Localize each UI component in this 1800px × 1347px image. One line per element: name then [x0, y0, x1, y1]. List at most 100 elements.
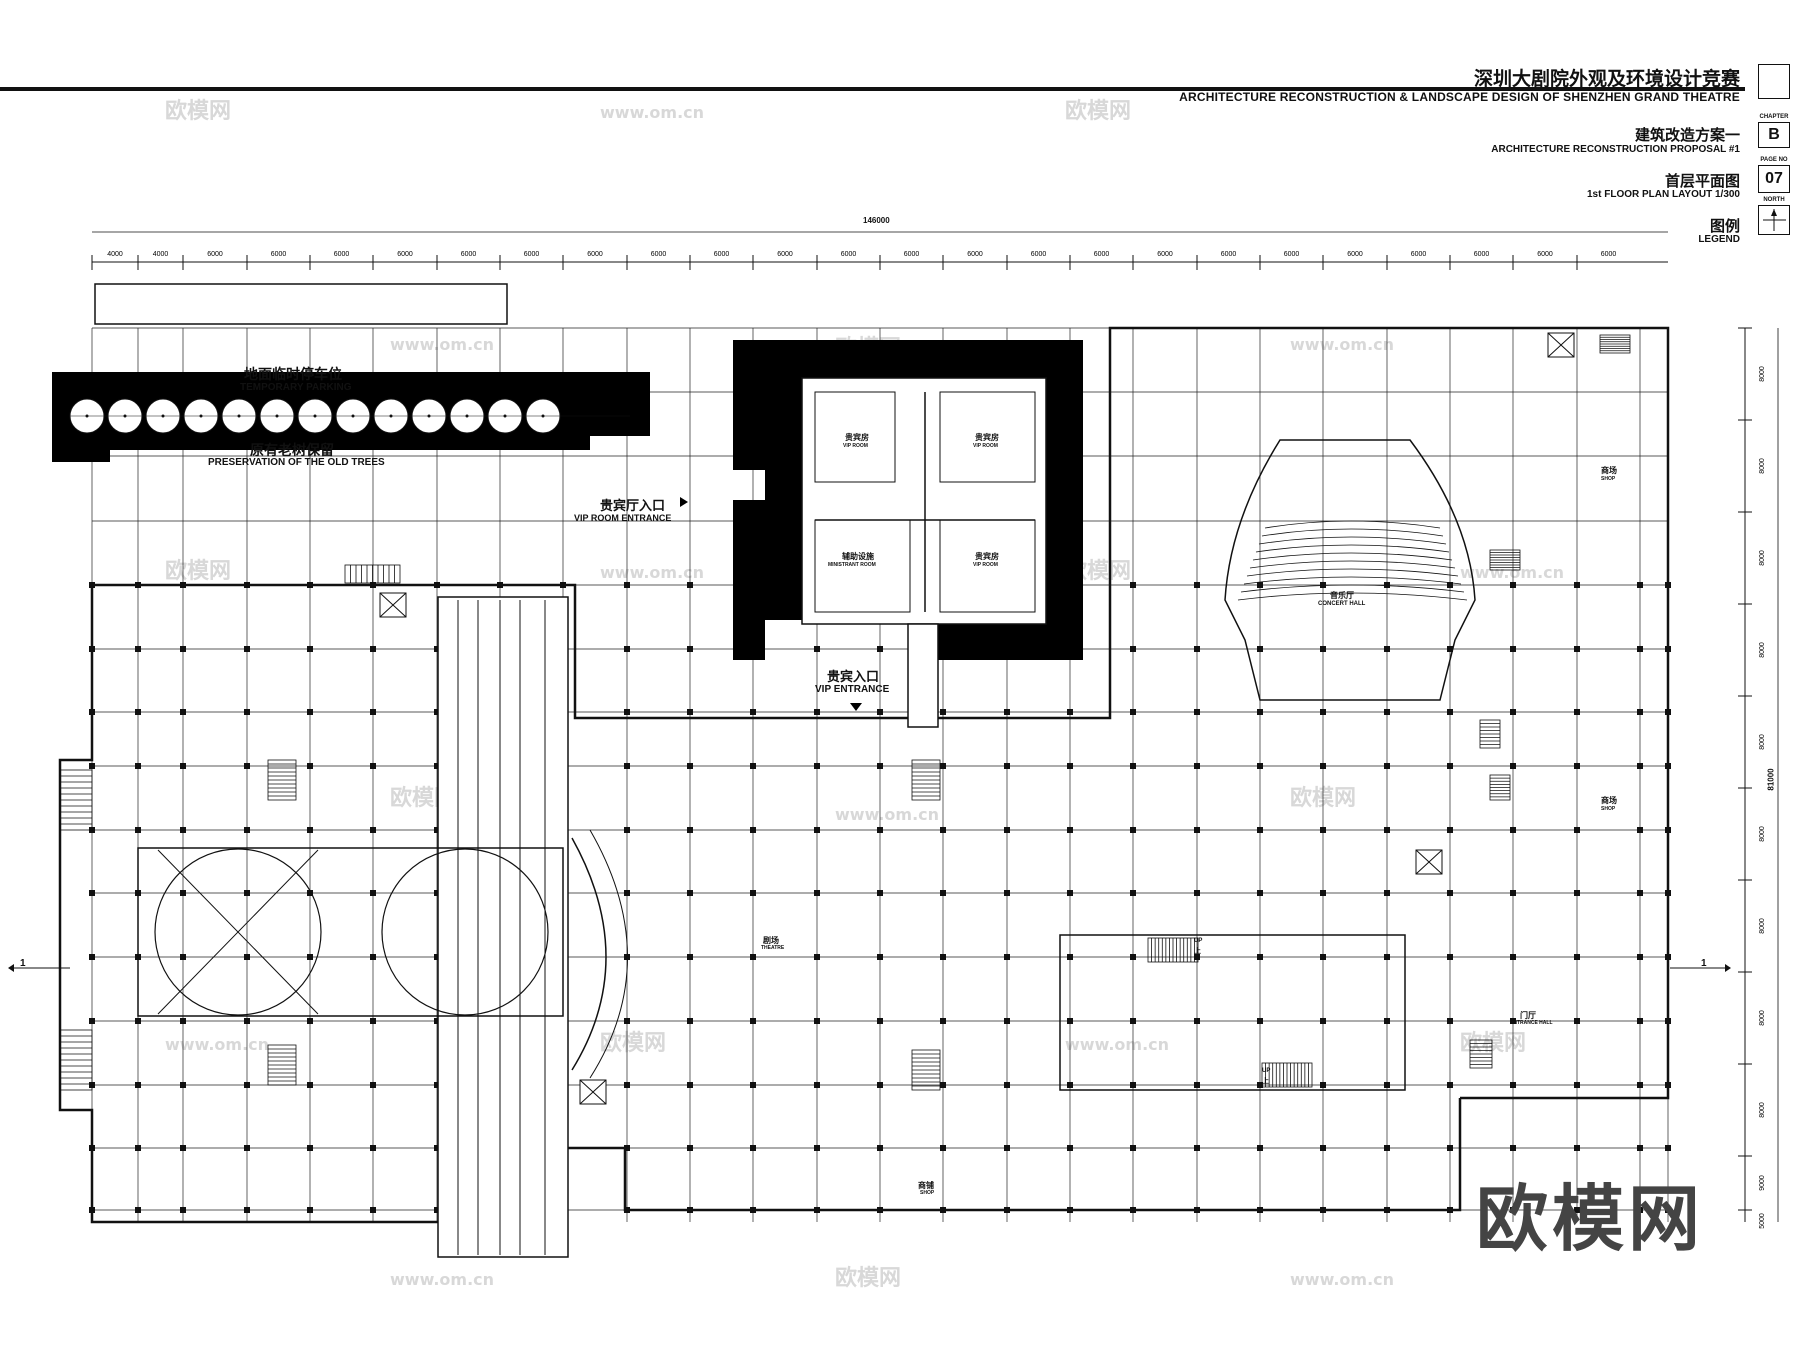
theatre-proscenium — [571, 837, 607, 1071]
entrance-hall-label-en: ENTRANCE HALL — [1510, 1020, 1553, 1026]
watermark-text: 欧模网 — [165, 98, 231, 124]
top-bay-dim: 6000 — [967, 251, 983, 258]
top-bay-dim: 6000 — [524, 251, 540, 258]
logo-box — [1758, 64, 1790, 99]
top-bay-dim: 6000 — [1537, 251, 1553, 258]
up-label-2: UP — [1262, 1068, 1271, 1074]
right-bay-dim: 9000 — [1759, 1175, 1766, 1191]
total-depth-dim: 81000 — [1766, 768, 1776, 791]
top-bay-dim: 6000 — [1347, 251, 1363, 258]
top-bay-dim: 6000 — [904, 251, 920, 258]
entrance-hall-void — [1059, 934, 1406, 1091]
title-rule — [0, 87, 1745, 91]
shop-label-en: SHOP — [1601, 476, 1616, 482]
right-bay-dim: 8000 — [1759, 826, 1766, 842]
legend-title-en: LEGEND — [1698, 234, 1740, 245]
watermark-text: www.om.cn — [1065, 1035, 1169, 1054]
top-bay-dim: 4000 — [153, 251, 169, 258]
watermark-text: www.om.cn — [390, 335, 494, 354]
top-bay-dim: 6000 — [1094, 251, 1110, 258]
total-width-dim: 146000 — [863, 216, 890, 225]
top-lot — [94, 283, 508, 325]
stage-box — [137, 847, 564, 1017]
watermark-text: 欧模网 — [835, 1265, 901, 1291]
parking-label-cn: 地面临时停车位 — [244, 366, 342, 382]
chapter-label: CHAPTER — [1759, 114, 1789, 120]
watermark-text: www.om.cn — [600, 563, 704, 582]
right-bay-dim: 5000 — [1759, 1213, 1766, 1229]
entrance-hall-label-cn: 门厅 — [1520, 1011, 1536, 1020]
lift-box — [1547, 332, 1575, 358]
central-ramp — [437, 596, 569, 1258]
outer-wall — [92, 326, 1670, 1100]
vip-room-entrance-arrow — [680, 497, 688, 507]
sheet-title-en: 1st FLOOR PLAN LAYOUT 1/300 — [1587, 189, 1740, 200]
vip-room-label-en: VIP ROOM — [843, 443, 868, 449]
up-label-cn-2: 上 — [1262, 1078, 1269, 1085]
vip-room-label-cn: 贵宾房 — [845, 433, 869, 442]
turntable-left — [154, 848, 322, 1016]
watermark-text: www.om.cn — [1460, 563, 1564, 582]
top-bay-dim: 6000 — [207, 251, 223, 258]
section-marker-right: 1 — [1701, 958, 1707, 969]
page-label: PAGE NO — [1760, 157, 1788, 163]
top-bay-dim: 6000 — [1411, 251, 1427, 258]
vip-room-entrance-en: VIP ROOM ENTRANCE — [574, 513, 672, 523]
vip-room-3-label-cn: 贵宾房 — [975, 552, 999, 561]
top-bay-dim: 6000 — [841, 251, 857, 258]
watermark-text: www.om.cn — [1290, 1270, 1394, 1289]
lift-box — [579, 1079, 607, 1105]
theatre-label-cn: 剧场 — [763, 936, 779, 945]
lift-box — [1415, 849, 1443, 875]
right-bay-dim: 8000 — [1759, 458, 1766, 474]
ministrant-label-cn: 辅助设施 — [842, 552, 874, 561]
top-bay-dim: 4000 — [107, 251, 123, 258]
top-bay-dim: 6000 — [1221, 251, 1237, 258]
top-bay-dim: 6000 — [1157, 251, 1173, 258]
chapter-box: B — [1758, 122, 1790, 148]
right-bay-dim: 8000 — [1759, 918, 1766, 934]
top-bay-dim: 6000 — [334, 251, 350, 258]
lift-boxes — [379, 332, 1575, 1105]
watermark-text: 欧模网 — [1065, 98, 1131, 124]
vip-entrance-en: VIP ENTRANCE — [815, 684, 890, 695]
vip-room-entrance-cn: 贵宾厅入口 — [600, 498, 666, 513]
vip-entrance-arrow — [850, 703, 862, 711]
ministrant-label-en: MINISTRANT ROOM — [828, 562, 876, 568]
proposal-title-cn: 建筑改造方案一 — [1634, 127, 1740, 144]
vip-room-3-label-en: VIP ROOM — [973, 562, 998, 568]
right-bay-dim: 8000 — [1759, 734, 1766, 750]
top-bay-dim: 6000 — [1284, 251, 1300, 258]
watermark-text: 欧模网 — [600, 1030, 666, 1056]
watermark-text: www.om.cn — [835, 805, 939, 824]
watermark-text: www.om.cn — [390, 1270, 494, 1289]
right-bay-dim: 8000 — [1759, 366, 1766, 382]
top-bay-dim: 6000 — [651, 251, 667, 258]
top-bay-dim: 6000 — [714, 251, 730, 258]
vip-room-2-label-en: VIP ROOM — [973, 443, 998, 449]
page-box: 07 — [1758, 165, 1790, 193]
right-bay-dim: 8000 — [1759, 550, 1766, 566]
lift-box — [379, 592, 407, 618]
turntable-right — [381, 848, 549, 1016]
right-bay-dim: 8000 — [1759, 1010, 1766, 1026]
stair-groups — [59, 334, 1631, 1091]
section-marker-left: 1 — [20, 958, 26, 969]
concert-seating — [1237, 520, 1468, 601]
watermark-text: 欧模网 — [165, 558, 231, 584]
up-label-cn-1: 上 — [1194, 948, 1201, 955]
concert-hall-outline — [1224, 439, 1476, 701]
building-structure — [8, 283, 1731, 1258]
project-title-cn: 深圳大剧院外观及环境设计竞赛 — [1473, 69, 1740, 90]
watermark-text: 欧模网 — [1460, 1030, 1526, 1056]
shop-3-label-en: SHOP — [920, 1190, 935, 1196]
vip-inner-block — [801, 377, 1047, 625]
watermark-logo: 欧模网 — [1476, 1180, 1705, 1260]
outer-wall-bottom — [58, 585, 1462, 1224]
right-bay-dim: 8000 — [1759, 1102, 1766, 1118]
legend-title-cn: 图例 — [1709, 218, 1740, 235]
vip-room-2-label-cn: 贵宾房 — [975, 433, 999, 442]
proposal-title-en: ARCHITECTURE RECONSTRUCTION PROPOSAL #1 — [1491, 144, 1740, 155]
watermark-text: www.om.cn — [600, 103, 704, 122]
